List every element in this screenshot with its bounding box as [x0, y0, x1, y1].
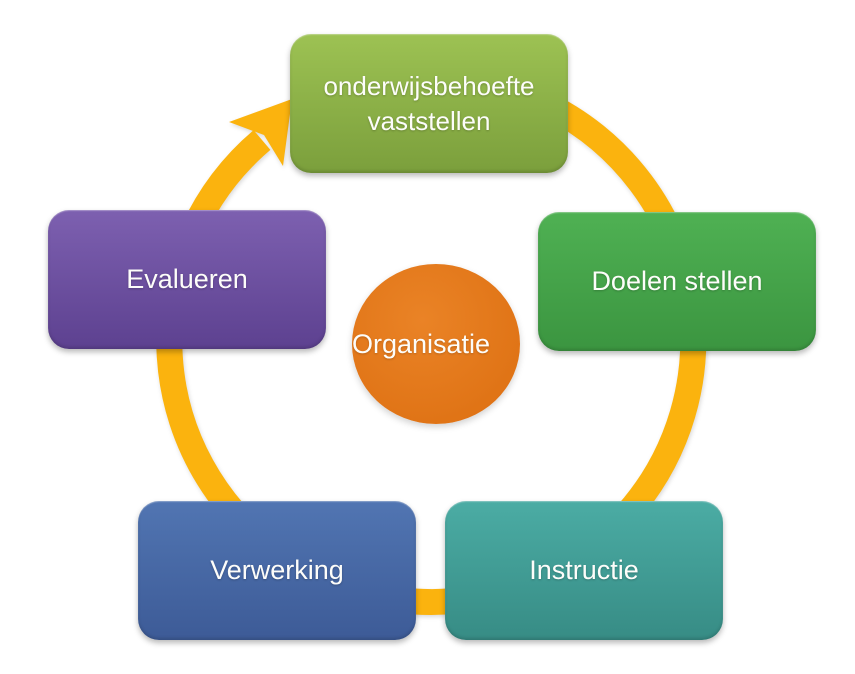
node-instructie: Instructie [445, 501, 723, 640]
node-verwerking: Verwerking [138, 501, 416, 640]
center-circle-organisatie: Organisatie [352, 264, 520, 424]
node-label: Doelen stellen [591, 266, 763, 296]
node-label: onderwijsbehoefte vaststellen [323, 70, 535, 136]
cycle-arrow-head-icon [229, 99, 292, 166]
node-onderwijsbehoefte-vaststellen: onderwijsbehoefte vaststellen [290, 34, 568, 173]
node-evalueren: Evalueren [48, 210, 326, 349]
center-label: Organisatie [352, 328, 491, 359]
node-label: Instructie [529, 555, 639, 585]
node-label: Evalueren [126, 264, 248, 294]
node-label: Verwerking [210, 555, 344, 585]
node-doelen-stellen: Doelen stellen [538, 212, 816, 351]
